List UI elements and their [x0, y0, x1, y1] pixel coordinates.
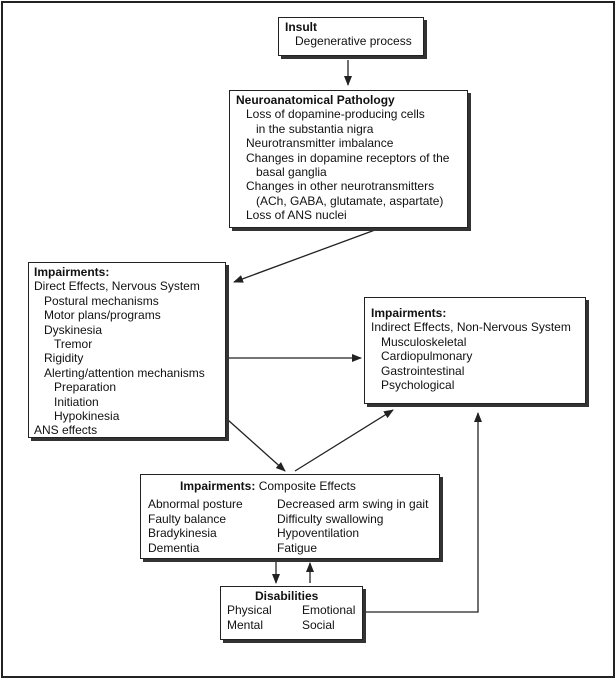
- indirect-effects-line: Cardiopulmonary: [381, 349, 473, 364]
- pathology-line: Loss of dopamine-producing cells: [246, 107, 425, 122]
- composite-effects-item: Fatigue: [277, 540, 318, 555]
- pathology-line: basal ganglia: [256, 165, 327, 180]
- indirect-effects-line: Psychological: [381, 378, 455, 393]
- direct-effects-line: Rigidity: [44, 351, 84, 366]
- disabilities-columns: Physical Mental Emotional Social: [227, 603, 356, 632]
- direct-effects-subtitle: Direct Effects, Nervous System: [34, 279, 200, 294]
- disabilities-left-column: Physical Mental: [227, 603, 302, 632]
- pathology-title: Neuroanatomical Pathology: [236, 93, 395, 107]
- arrow-disabilities-to-indirect: [365, 412, 482, 613]
- composite-effects-title: Impairments:: [180, 479, 256, 493]
- arrow-pathology-to-direct: [233, 229, 376, 283]
- composite-effects-heading: Impairments: Composite Effects: [148, 479, 432, 493]
- disabilities-item: Social: [302, 617, 335, 632]
- composite-effects-columns: Abnormal posture Faulty balance Bradykin…: [148, 497, 432, 555]
- indirect-effects-title: Impairments:: [371, 306, 447, 320]
- insult-box: Insult Degenerative process: [278, 17, 424, 56]
- pathology-line: Loss of ANS nuclei: [246, 208, 347, 223]
- indirect-effects-box: Impairments: Indirect Effects, Non-Nervo…: [364, 297, 586, 404]
- composite-effects-item: Dementia: [148, 540, 200, 555]
- direct-effects-title: Impairments:: [34, 265, 110, 279]
- disabilities-title: Disabilities: [255, 589, 319, 603]
- direct-effects-line: Alerting/attention mechanisms: [44, 365, 205, 380]
- composite-effects-item: Faulty balance: [148, 511, 227, 526]
- composite-effects-item: Bradykinesia: [148, 526, 217, 541]
- pathology-line: (ACh, GABA, glutamate, aspartate): [256, 193, 444, 208]
- direct-effects-line: Tremor: [54, 337, 93, 352]
- disabilities-box: Disabilities Physical Mental Emotional S…: [220, 586, 363, 640]
- indirect-effects-subtitle: Indirect Effects, Non-Nervous System: [371, 320, 571, 335]
- arrow-composite-to-indirect: [294, 409, 394, 472]
- direct-effects-line: Postural mechanisms: [44, 293, 159, 308]
- pathology-line: Changes in dopamine receptors of the: [246, 150, 450, 165]
- pathology-box: Neuroanatomical Pathology Loss of dopami…: [229, 90, 468, 228]
- composite-effects-right-column: Decreased arm swing in gait Difficulty s…: [277, 497, 428, 555]
- direct-effects-line: Motor plans/programs: [44, 308, 161, 323]
- arrow-direct-to-composite: [227, 419, 286, 472]
- direct-effects-line: Preparation: [54, 380, 117, 395]
- composite-effects-subtitle: Composite Effects: [258, 479, 356, 493]
- composite-effects-left-column: Abnormal posture Faulty balance Bradykin…: [148, 497, 277, 555]
- composite-effects-box: Impairments: Composite Effects Abnormal …: [140, 474, 440, 559]
- insult-title: Insult: [285, 20, 317, 34]
- disabilities-item: Physical: [227, 603, 272, 618]
- disabilities-item: Emotional: [302, 603, 356, 618]
- direct-effects-line: Dyskinesia: [44, 322, 103, 337]
- composite-effects-item: Hypoventilation: [277, 526, 360, 541]
- pathology-line: Changes in other neurotransmitters: [246, 179, 435, 194]
- indirect-effects-line: Musculoskeletal: [381, 334, 467, 349]
- indirect-effects-line: Gastrointestinal: [381, 363, 465, 378]
- composite-effects-item: Difficulty swallowing: [277, 511, 384, 526]
- disabilities-item: Mental: [227, 617, 264, 632]
- pathology-line: in the substantia nigra: [256, 121, 374, 136]
- composite-effects-item: Decreased arm swing in gait: [277, 497, 429, 512]
- direct-effects-line: ANS effects: [34, 423, 98, 438]
- direct-effects-line: Hypokinesia: [54, 409, 120, 424]
- direct-effects-box: Impairments: Direct Effects, Nervous Sys…: [28, 262, 226, 438]
- insult-line: Degenerative process: [295, 34, 412, 49]
- pathology-line: Neurotransmitter imbalance: [246, 136, 394, 151]
- direct-effects-line: Initiation: [54, 394, 99, 409]
- disabilities-right-column: Emotional Social: [302, 603, 355, 632]
- composite-effects-item: Abnormal posture: [148, 497, 243, 512]
